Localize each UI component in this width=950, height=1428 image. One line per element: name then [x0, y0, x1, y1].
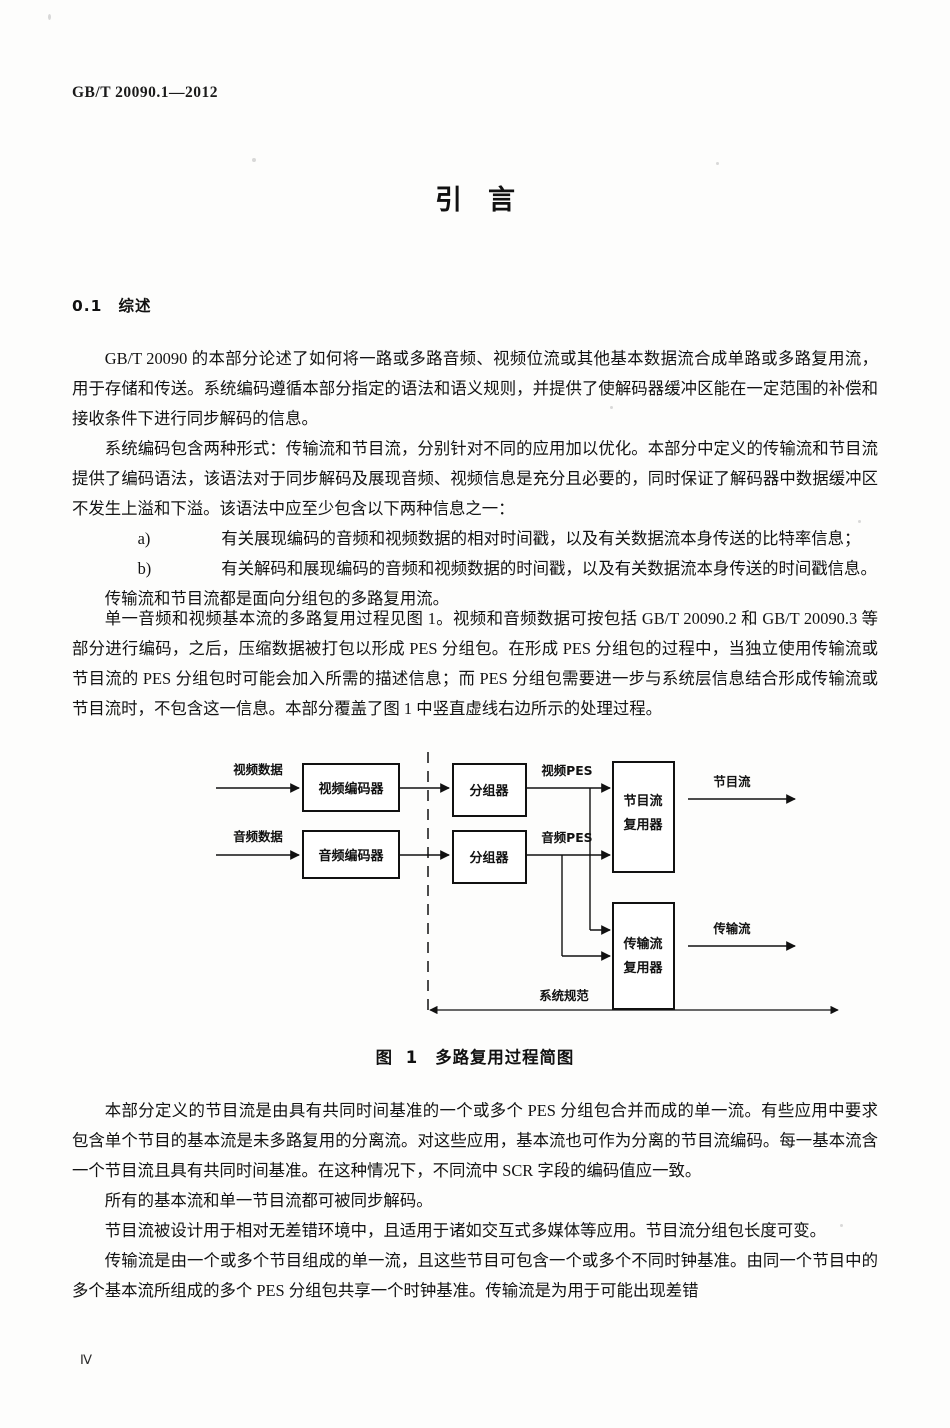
list-text-a: 有关展现编码的音频和视频数据的相对时间戳，以及有关数据流本身传送的比特率信息； [221, 529, 861, 548]
node-transport-stream-mux [612, 902, 675, 1010]
edge-label-audio-pes: 音频PES [541, 830, 592, 845]
paragraph-intro-block: GB/T 20090 的本部分论述了如何将一路或多路音频、视频位流或其他基本数据… [72, 344, 878, 434]
edge-label-system-spec: 系统规范 [539, 988, 589, 1003]
node-audio-packetizer [452, 830, 527, 884]
node-label-audio-packetizer: 分组器 [469, 850, 509, 866]
node-label-ts-mux-line1: 传输流 [622, 936, 662, 952]
clause-heading: 0.1 综述 [72, 294, 151, 316]
node-label-video-encoder: 视频编码器 [318, 781, 384, 797]
figure-multiplex-diagram: 视频编码器 音频编码器 分组器 分组器 节目流 复用器 传输流 复用器 视频数据… [72, 748, 878, 1038]
paragraph-single-multiplex: 单一音频和视频基本流的多路复用过程见图 1。视频和音频数据可按包括 GB/T 2… [72, 609, 878, 718]
clause-number: 0.1 [72, 297, 103, 315]
node-label-audio-encoder: 音频编码器 [318, 848, 384, 864]
scan-speck [48, 14, 51, 20]
scan-speck [716, 162, 719, 165]
node-label-video-packetizer: 分组器 [469, 783, 509, 799]
list-item: b) 有关解码和展现编码的音频和视频数据的时间戳，以及有关数据流本身传送的时间戳… [72, 554, 878, 584]
list-item: a) 有关展现编码的音频和视频数据的相对时间戳，以及有关数据流本身传送的比特率信… [72, 524, 878, 554]
node-video-encoder [302, 763, 400, 812]
paragraph-single-block: 单一音频和视频基本流的多路复用过程见图 1。视频和音频数据可按包括 GB/T 2… [72, 604, 878, 724]
scan-speck [252, 158, 256, 162]
paragraph-transport-stream-definition: 传输流是由一个或多个节目组成的单一流，且这些节目可包含一个或多个不同时钟基准。由… [72, 1251, 878, 1300]
scan-speck [840, 1224, 843, 1227]
clause-title: 综述 [118, 297, 152, 315]
node-label-ps-mux-line1: 节目流 [623, 793, 662, 809]
paragraph-intro: GB/T 20090 的本部分论述了如何将一路或多路音频、视频位流或其他基本数据… [72, 349, 878, 428]
node-label-ts-mux-line2: 复用器 [622, 960, 663, 976]
node-label-ps-mux-line2: 复用器 [622, 817, 663, 833]
figure-caption-number: 图 1 [375, 1048, 422, 1067]
paragraph-forms: 系统编码包含两种形式：传输流和节目流，分别针对不同的应用加以优化。本部分中定义的… [72, 439, 878, 518]
scan-speck [610, 406, 613, 409]
paragraph-packet-oriented: 传输流和节目流都是面向分组包的多路复用流。 [104, 589, 449, 608]
list-marker-b: b) [137, 559, 152, 578]
figure-caption-text: 多路复用过程简图 [435, 1048, 575, 1067]
list-marker-a: a) [137, 529, 151, 548]
page-number: Ⅳ [80, 1352, 92, 1367]
paragraph-program-stream-usage: 节目流被设计用于相对无差错环境中，且适用于诸如交互式多媒体等应用。节目流分组包长… [104, 1221, 826, 1240]
node-program-stream-mux [612, 761, 675, 873]
paragraph-forms-block: 系统编码包含两种形式：传输流和节目流，分别针对不同的应用加以优化。本部分中定义的… [72, 434, 878, 614]
list-text-b: 有关解码和展现编码的音频和视频数据的时间戳，以及有关数据流本身传送的时间戳信息。 [221, 559, 877, 578]
edge-label-program-stream: 节目流 [713, 774, 751, 789]
page-title: 引言 [435, 185, 541, 216]
paragraphs-after-figure: 本部分定义的节目流是由具有共同时间基准的一个或多个 PES 分组包合并而成的单一… [72, 1096, 878, 1306]
edge-label-video-pes: 视频PES [541, 763, 592, 778]
scan-speck [858, 520, 861, 523]
paragraph-program-stream-definition: 本部分定义的节目流是由具有共同时间基准的一个或多个 PES 分组包合并而成的单一… [72, 1101, 878, 1180]
node-audio-encoder [302, 830, 400, 879]
paragraph-sync-decode: 所有的基本流和单一节目流都可被同步解码。 [104, 1191, 433, 1210]
edge-label-transport-stream: 传输流 [712, 921, 751, 936]
figure-caption: 图 1 多路复用过程简图 [0, 1044, 950, 1068]
edge-label-video-data: 视频数据 [233, 762, 283, 777]
standard-number-header: GB/T 20090.1—2012 [72, 84, 219, 101]
figure-svg: 视频编码器 音频编码器 分组器 分组器 节目流 复用器 传输流 复用器 视频数据… [216, 752, 839, 1016]
edge-label-audio-data: 音频数据 [233, 829, 283, 844]
node-video-packetizer [452, 763, 527, 817]
